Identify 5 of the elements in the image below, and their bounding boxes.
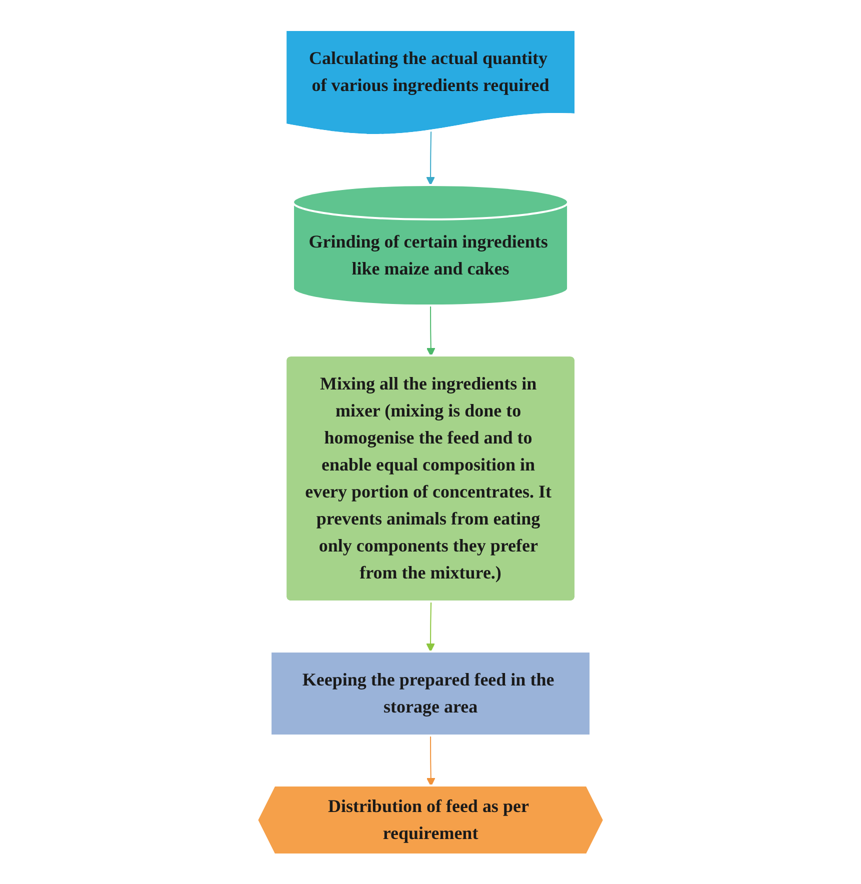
arrow [426,734,436,786]
node-box: Keeping the prepared feed in the storage area [270,650,592,736]
arrow [426,304,436,356]
arrow [426,601,435,652]
arrow [426,130,435,186]
